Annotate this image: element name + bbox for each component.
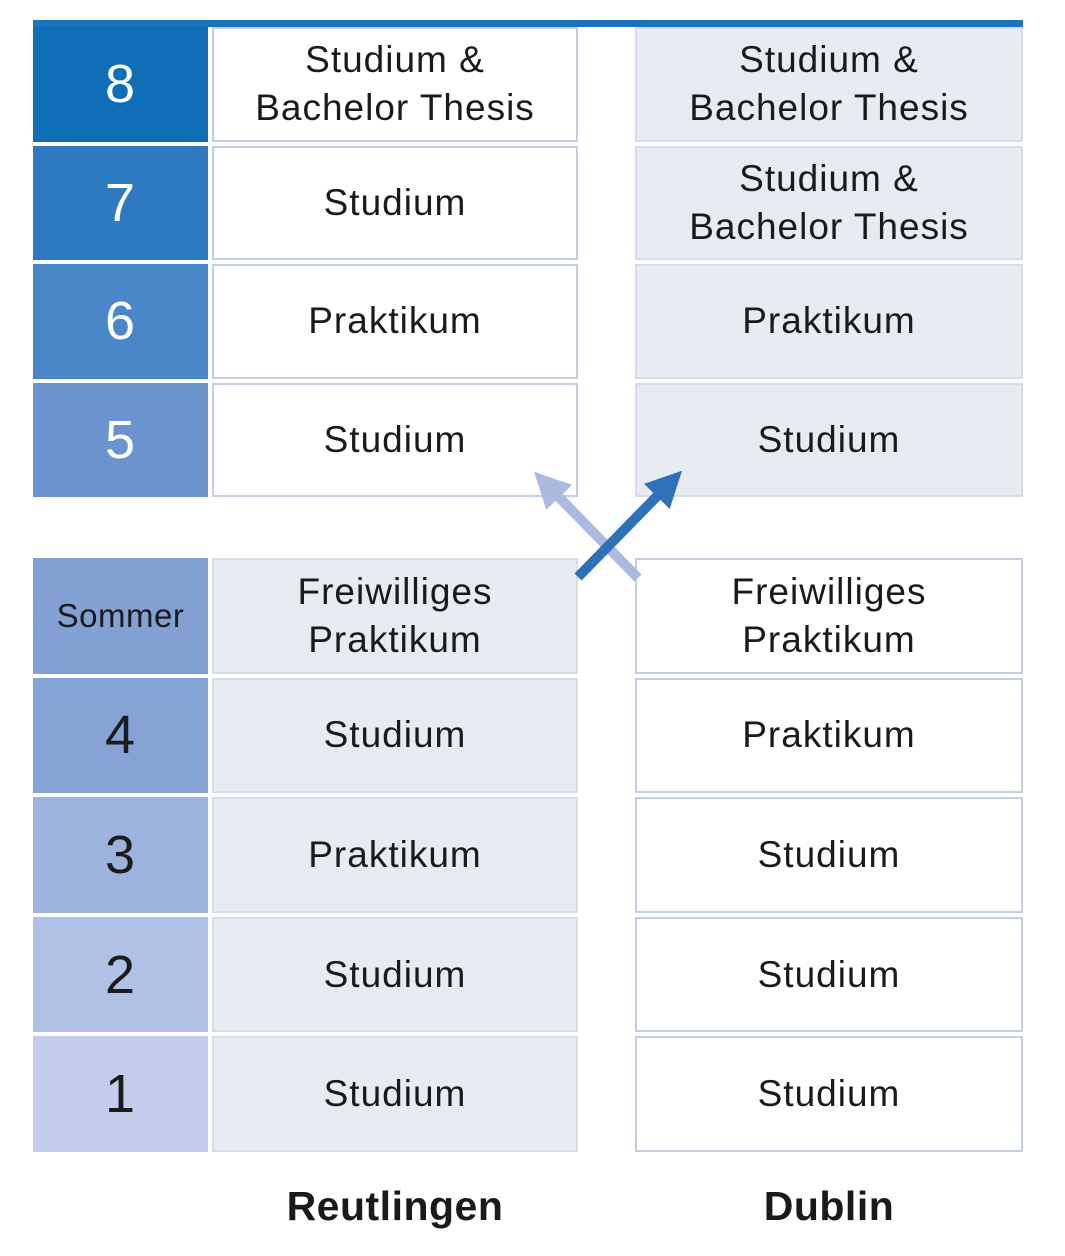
activity-cell: Praktikum <box>212 264 578 379</box>
activity-cell: Studium & Bachelor Thesis <box>635 27 1023 142</box>
semester-number-7: 7 <box>33 145 208 260</box>
upper-reutlingen-column: Studium & Bachelor Thesis Studium Prakti… <box>212 27 578 497</box>
activity-cell: Studium <box>212 145 578 260</box>
activity-cell: Studium <box>635 382 1023 497</box>
reutlingen-label: Reutlingen <box>286 1183 504 1229</box>
activity-cell: Studium <box>212 677 578 794</box>
semester-number-3: 3 <box>33 797 208 913</box>
activity-cell: Freiwilliges Praktikum <box>635 558 1023 674</box>
activity-cell: Freiwilliges Praktikum <box>212 558 578 674</box>
arrow-to-reutlingen-icon <box>534 471 642 582</box>
activity-cell: Studium <box>212 916 578 1033</box>
semester-number-1: 1 <box>33 1036 208 1152</box>
semester-number-8: 8 <box>33 27 208 142</box>
activity-cell: Studium <box>212 1036 578 1152</box>
activity-cell: Studium <box>635 916 1023 1033</box>
upper-semester-number-column: 8 7 6 5 <box>33 27 208 497</box>
semester-number-2: 2 <box>33 916 208 1033</box>
upper-semester-table: 8 7 6 5 Studium & Bachelor Thesis Studiu… <box>33 27 1023 497</box>
exchange-arrows <box>534 470 682 582</box>
lower-dublin-column: Freiwilliges Praktikum Praktikum Studium… <box>635 558 1023 1152</box>
semester-number-5: 5 <box>33 382 208 497</box>
activity-cell: Studium <box>212 382 578 497</box>
upper-dublin-column: Studium & Bachelor Thesis Studium & Bach… <box>635 27 1023 497</box>
lower-semester-number-column: Sommer 4 3 2 1 <box>33 558 208 1152</box>
semester-number-6: 6 <box>33 264 208 379</box>
activity-cell: Studium <box>635 797 1023 913</box>
dublin-label: Dublin <box>763 1183 895 1229</box>
activity-cell: Studium & Bachelor Thesis <box>212 27 578 142</box>
activity-cell: Studium <box>635 1036 1023 1152</box>
activity-cell: Praktikum <box>635 264 1023 379</box>
activity-cell: Praktikum <box>635 677 1023 794</box>
activity-cell: Praktikum <box>212 797 578 913</box>
top-accent-bar <box>33 20 1023 27</box>
semester-number-4: 4 <box>33 677 208 794</box>
lower-reutlingen-column: Freiwilliges Praktikum Studium Praktikum… <box>212 558 578 1152</box>
activity-cell: Studium & Bachelor Thesis <box>635 145 1023 260</box>
semester-number-sommer: Sommer <box>33 558 208 674</box>
arrow-to-dublin-icon <box>574 470 682 581</box>
lower-semester-table: Sommer 4 3 2 1 Freiwilliges Praktikum St… <box>33 558 1023 1152</box>
